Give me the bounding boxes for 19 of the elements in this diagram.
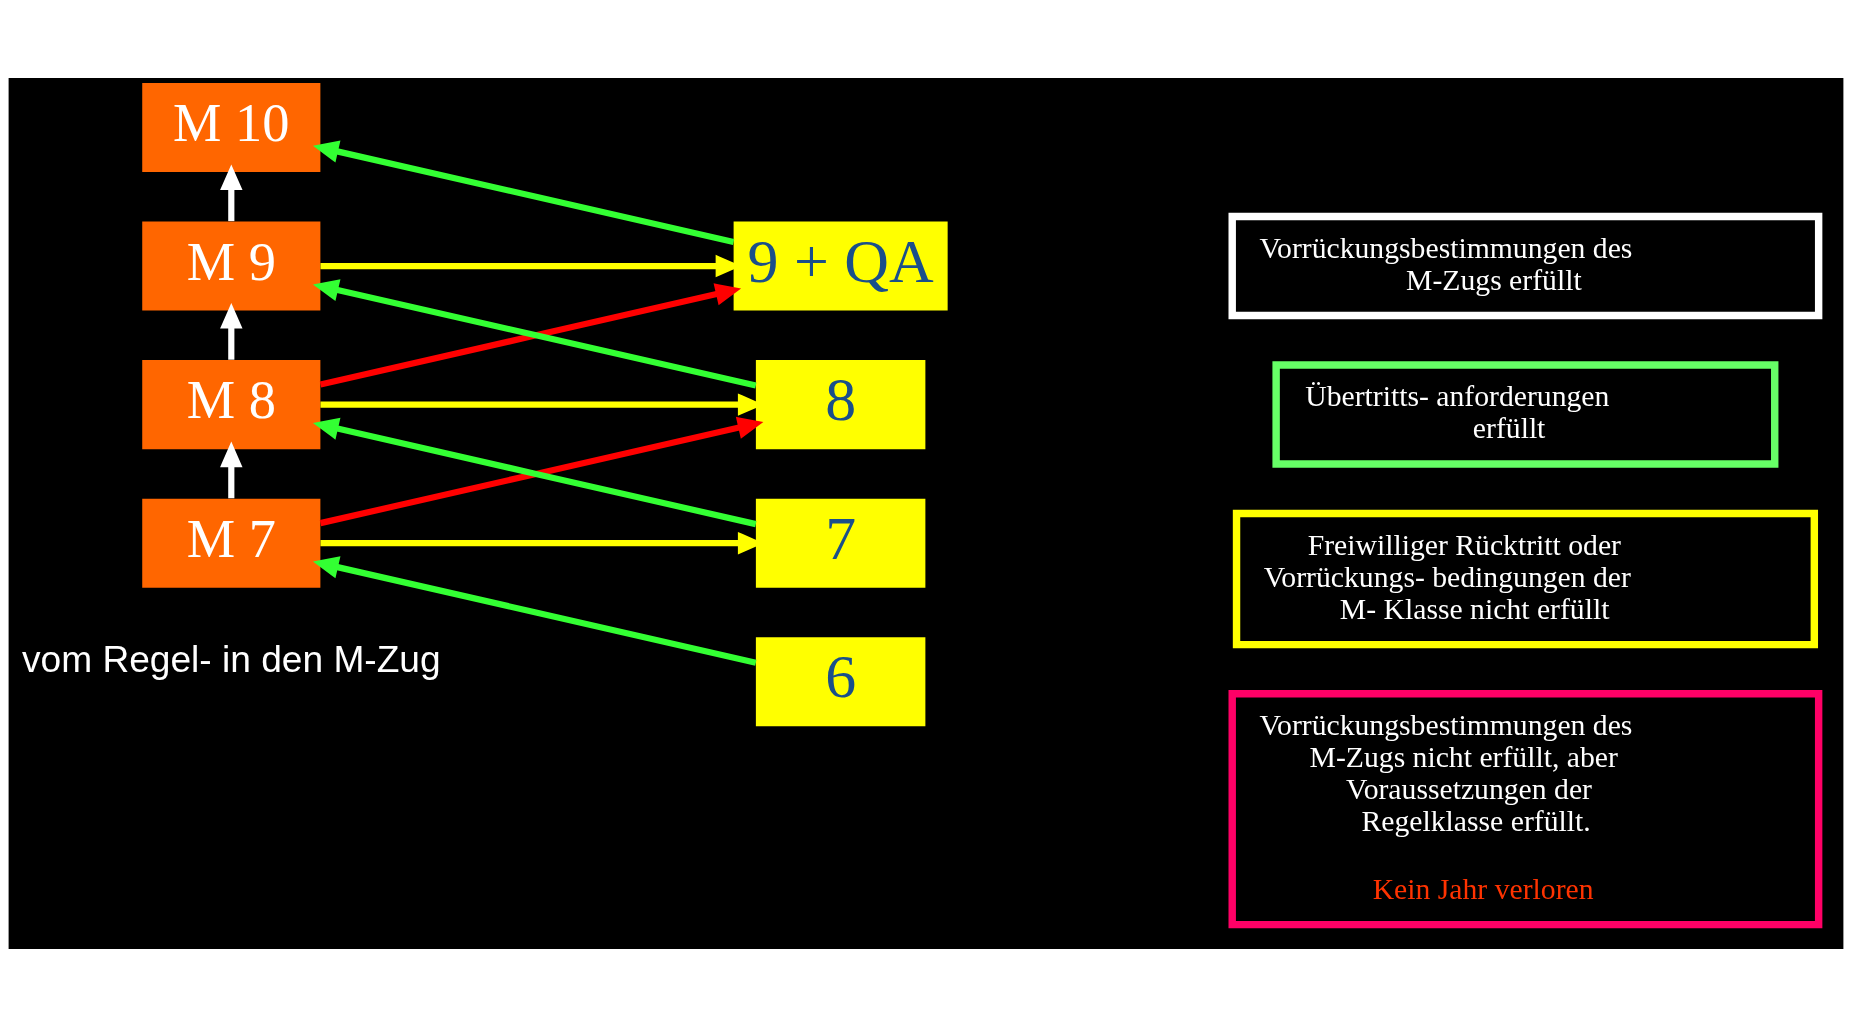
label: vom Regel- in den M-Zug bbox=[21, 638, 441, 681]
arrow bbox=[220, 441, 243, 499]
node-box: 9 + QA bbox=[733, 221, 948, 311]
arrow bbox=[220, 302, 243, 360]
legend-label: Freiwilliger Rücktritt oder Vorrückungs- bedingungen der M- Klasse nicht erfüllt bbox=[1263, 528, 1631, 625]
arrow bbox=[312, 140, 735, 245]
legend-label: Vorrückungsbestimmungen des M-Zugs erfüllt bbox=[1259, 231, 1633, 296]
node-box: M 9 bbox=[142, 221, 321, 311]
label: Kein Jahr verloren bbox=[1372, 873, 1594, 906]
node-box: M 8 bbox=[142, 360, 321, 450]
legend-label: Übertritts- anforderungen erfüllt bbox=[1305, 380, 1610, 445]
arrow bbox=[220, 164, 243, 222]
legend-label: Vorrückungsbestimmungen des M-Zugs nicht erfüllt, aber Voraussetzungen der Regelklasse erfüllt. bbox=[1259, 708, 1633, 838]
node-box: M 7 bbox=[142, 498, 321, 588]
node-box: M 10 bbox=[142, 82, 321, 173]
arrow bbox=[312, 556, 757, 666]
node-box: 7 bbox=[755, 498, 926, 588]
node-box: 8 bbox=[755, 360, 926, 450]
node-box: 6 bbox=[755, 637, 926, 727]
